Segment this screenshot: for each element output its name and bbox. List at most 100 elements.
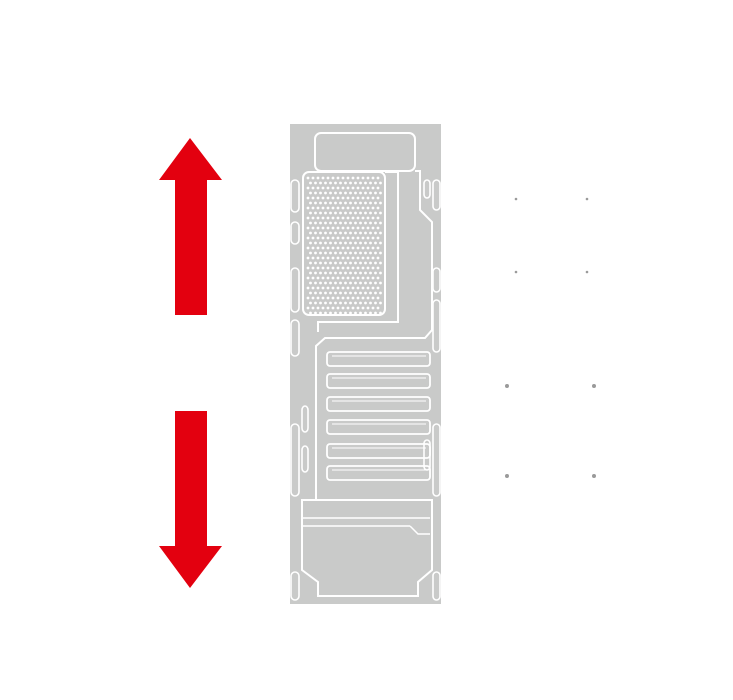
vent-hole (351, 296, 355, 300)
vent-hole (369, 301, 372, 305)
vent-hole (369, 191, 372, 195)
vent-hole (366, 306, 370, 310)
vent-hole (364, 261, 367, 265)
vent-hole (349, 241, 352, 245)
vent-hole (364, 311, 367, 315)
vent-hole (314, 311, 317, 315)
vent-hole (331, 296, 335, 300)
vent-hole (309, 291, 312, 295)
vent-hole (306, 236, 310, 240)
vent-hole (331, 226, 335, 230)
vent-hole (349, 251, 352, 255)
vent-hole (346, 296, 350, 300)
vent-hole (346, 176, 350, 180)
vent-hole (319, 291, 322, 295)
vent-hole (354, 281, 357, 285)
vent-hole (354, 261, 357, 265)
vent-hole (339, 191, 342, 195)
vent-hole (331, 196, 335, 200)
vent-hole (371, 226, 375, 230)
vent-hole (341, 276, 345, 280)
vent-hole (306, 246, 310, 250)
vent-hole (331, 276, 335, 280)
vent-hole (356, 236, 360, 240)
vent-hole (366, 186, 370, 190)
vent-hole (354, 191, 357, 195)
vent-hole (374, 301, 377, 305)
vent-hole (371, 286, 375, 290)
vent-hole (314, 241, 317, 245)
vent-hole (351, 266, 355, 270)
vent-hole (319, 231, 322, 235)
vent-hole (361, 296, 365, 300)
vent-hole (326, 306, 330, 310)
vent-hole (341, 206, 345, 210)
vent-hole (344, 181, 347, 185)
vent-hole (359, 251, 362, 255)
vent-hole (314, 231, 317, 235)
mount-point-dot (585, 270, 589, 274)
vent-hole (324, 301, 327, 305)
vent-hole (359, 231, 362, 235)
vent-hole (351, 226, 355, 230)
vent-hole (324, 291, 327, 295)
vent-hole (354, 311, 357, 315)
vent-hole (349, 191, 352, 195)
vent-hole (356, 266, 360, 270)
vent-hole (334, 181, 337, 185)
vent-hole (359, 271, 362, 275)
vent-hole (346, 256, 350, 260)
vent-hole (346, 226, 350, 230)
vent-hole (361, 216, 365, 220)
vent-hole (359, 291, 362, 295)
mount-point-dot (505, 384, 509, 388)
vent-hole (339, 241, 342, 245)
vent-hole (329, 271, 332, 275)
vent-hole (306, 296, 310, 300)
vent-hole (366, 246, 370, 250)
vent-hole (356, 306, 360, 310)
side-slot (432, 299, 441, 353)
vent-hole (311, 246, 315, 250)
vent-hole (344, 261, 347, 265)
vent-hole (376, 236, 380, 240)
vent-hole (379, 291, 382, 295)
vent-hole (331, 256, 335, 260)
vent-hole (311, 196, 315, 200)
vent-hole (319, 281, 322, 285)
vent-hole (336, 276, 340, 280)
vent-hole (341, 196, 345, 200)
vent-hole (371, 296, 375, 300)
vent-hole (354, 271, 357, 275)
vent-hole (316, 296, 320, 300)
vent-hole (321, 226, 325, 230)
vent-hole (326, 286, 330, 290)
vent-hole (376, 256, 380, 260)
vent-hole (349, 221, 352, 225)
vent-hole (344, 221, 347, 225)
vent-hole (359, 191, 362, 195)
vent-hole (326, 206, 330, 210)
vent-hole (344, 241, 347, 245)
vent-hole (379, 261, 382, 265)
vent-hole (311, 286, 315, 290)
vent-hole (316, 196, 320, 200)
vent-hole (371, 246, 375, 250)
vent-hole (356, 286, 360, 290)
vent-hole (314, 251, 317, 255)
vent-hole (314, 301, 317, 305)
vent-hole (306, 286, 310, 290)
vent-hole (369, 271, 372, 275)
vent-hole (361, 276, 365, 280)
vent-hole (324, 261, 327, 265)
vent-hole (379, 301, 382, 305)
vent-hole (324, 211, 327, 215)
vent-hole (354, 251, 357, 255)
vent-hole (351, 286, 355, 290)
vent-hole (371, 256, 375, 260)
vent-hole (319, 201, 322, 205)
vent-hole (336, 246, 340, 250)
vent-hole (364, 281, 367, 285)
vent-hole (326, 196, 330, 200)
vent-hole (336, 306, 340, 310)
